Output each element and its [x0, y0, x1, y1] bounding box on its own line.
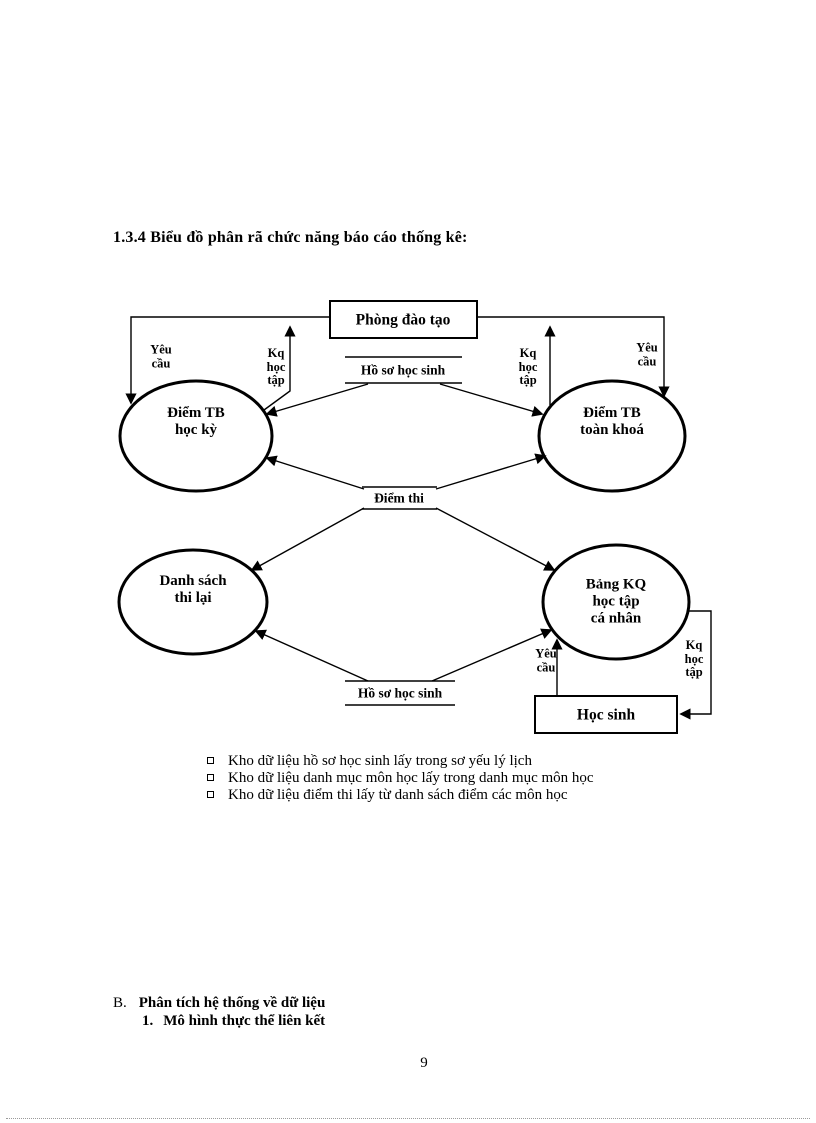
data-flow-arrows	[125, 316, 712, 720]
outline-b-label: B.	[113, 995, 127, 1011]
note-text-2: Kho dữ liệu danh mục môn học lấy trong d…	[228, 770, 594, 786]
ellipse-semester-avg-label: Điểm TB học kỳ	[167, 405, 225, 438]
page-number: 9	[420, 1055, 428, 1071]
student-box	[534, 695, 678, 734]
flow-label-results-mid: Kq học tập	[518, 345, 538, 387]
flow-results-left-arrow	[263, 325, 296, 411]
flow-store3-to-personal-result	[431, 628, 553, 682]
student-box-label: Học sinh	[576, 706, 636, 724]
flow-examscores-to-course-avg	[435, 453, 547, 490]
outline-1-text: Mô hình thực thể liên kết	[163, 1013, 326, 1029]
flow-request-right-arrow	[477, 316, 670, 398]
ellipse-retake-list-label: Danh sách thi lại	[159, 573, 227, 606]
notes-list: Kho dữ liệu hồ sơ học sinh lấy trong sơ …	[207, 753, 594, 804]
flow-store1-to-course-avg	[439, 383, 544, 417]
flow-label-results-student: Kq học tập	[684, 637, 704, 679]
note-text-1: Kho dữ liệu hồ sơ học sinh lấy trong sơ …	[228, 753, 532, 769]
store-student-records-top-label: Hồ sơ học sinh	[360, 362, 446, 378]
data-store-lines	[345, 356, 462, 706]
square-bullet-icon	[207, 774, 214, 781]
ellipse-personal-result-label: Bảng KQ học tập cá nhân	[585, 576, 647, 627]
flow-label-results-left: Kq học tập	[266, 345, 286, 387]
flow-examscores-to-retake-list	[250, 507, 365, 571]
ellipse-personal-result	[541, 543, 691, 661]
note-item-2: Kho dữ liệu danh mục môn học lấy trong d…	[207, 770, 594, 787]
flow-store1-to-semester-avg	[265, 383, 369, 417]
note-item-3: Kho dữ liệu điểm thi lấy từ danh sách đi…	[207, 787, 594, 804]
section-heading: 1.3.4 Biểu đồ phân rã chức năng báo cáo …	[113, 229, 468, 246]
store-exam-scores-label: Điểm thi	[374, 490, 424, 506]
flow-examscores-to-semester-avg	[265, 455, 365, 490]
note-item-1: Kho dữ liệu hồ sơ học sinh lấy trong sơ …	[207, 753, 594, 770]
outline-1-label: 1.	[142, 1013, 154, 1029]
process-box	[329, 300, 478, 339]
flow-results-to-student-arrow	[679, 610, 712, 720]
square-bullet-icon	[207, 757, 214, 764]
process-box-label: Phòng đào tạo	[355, 311, 451, 329]
page-bottom-dotted-line	[6, 1118, 810, 1119]
flow-label-request-right: Yêu cầu	[636, 340, 658, 368]
outline-section-b: B. Phân tích hệ thống về dữ liệu	[113, 995, 325, 1012]
flow-label-request-student: Yêu cầu	[535, 646, 557, 674]
flow-store3-to-retake-list	[254, 629, 369, 682]
ellipse-retake-list	[117, 548, 269, 656]
note-text-3: Kho dữ liệu điểm thi lấy từ danh sách đi…	[228, 787, 568, 803]
ellipse-semester-avg	[118, 379, 274, 493]
outline-item-1: 1. Mô hình thực thể liên kết	[142, 1013, 325, 1030]
ellipse-course-avg-label: Điểm TB toàn khoá	[580, 405, 644, 438]
flow-label-request-left: Yêu cầu	[150, 342, 172, 370]
outline-b-text: Phân tích hệ thống về dữ liệu	[138, 995, 326, 1011]
flow-examscores-to-personal-result	[435, 507, 556, 571]
square-bullet-icon	[207, 791, 214, 798]
store-student-records-bottom-label: Hồ sơ học sinh	[357, 685, 443, 701]
flow-request-left-arrow	[125, 316, 330, 405]
ellipse-course-avg	[537, 379, 687, 493]
